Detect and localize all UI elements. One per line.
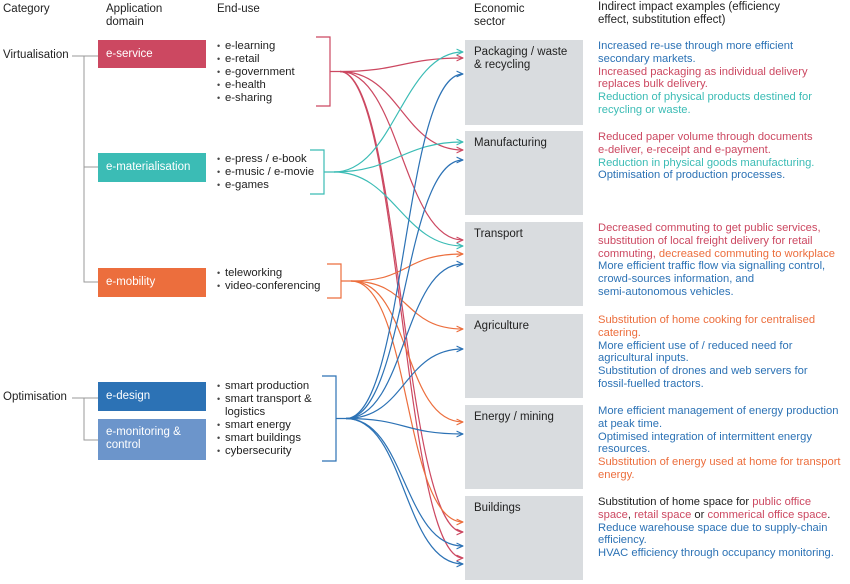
flow-blue-2	[345, 264, 463, 420]
tree-optimisation-monitor	[83, 398, 98, 441]
sector-manufacturing: Manufacturing	[465, 131, 583, 215]
sector-buildings: Buildings	[465, 496, 583, 580]
impact-packaging: Increased re-use through more efficient …	[598, 40, 812, 116]
flow-blue-4	[345, 417, 463, 435]
header-domain: Application domain	[106, 3, 163, 28]
bracket-mobility	[327, 263, 351, 299]
enduse-list-materialisation: e-press / e-book e-music / e-movie e-gam…	[217, 153, 314, 192]
sector-energy: Energy / mining	[465, 405, 583, 489]
flow-orange-0	[350, 254, 463, 282]
bracket-opt	[322, 375, 346, 462]
header-category: Category	[3, 3, 50, 15]
header-impact: Indirect impact examples (efficiency eff…	[598, 1, 780, 26]
flow-orange-3	[350, 280, 463, 522]
tree-virtualisation-branch	[83, 56, 98, 283]
flow-blue-5	[345, 417, 463, 547]
impact-buildings: Substitution of home space for public of…	[598, 496, 834, 560]
flow-red-1	[339, 70, 463, 151]
enduse-list-optimisation: smart production smart transport & logis…	[217, 380, 312, 457]
domain-e-materialisation: e-materialisation	[98, 153, 206, 182]
domain-e-service: e-service	[98, 40, 206, 68]
flow-red-4	[339, 70, 463, 559]
sector-packaging: Packaging / waste & recycling	[465, 40, 583, 125]
enduse-list-mobility: teleworking video-conferencing	[217, 267, 320, 293]
domain-e-design: e-design	[98, 382, 206, 411]
flow-orange-1	[350, 280, 463, 329]
flow-teal-2	[333, 171, 463, 246]
flow-blue-6	[345, 417, 463, 565]
enduse-list-service: e-learning e-retail e-government e-healt…	[217, 40, 295, 105]
header-enduse: End-use	[217, 3, 260, 15]
flow-blue-0	[345, 74, 463, 420]
header-sector: Economic sector	[474, 3, 525, 28]
category-virtualisation: Virtualisation	[3, 49, 69, 61]
bracket-mat	[310, 149, 334, 195]
sector-agriculture: Agriculture	[465, 314, 583, 398]
domain-e-monitoring: e-monitoring & control	[98, 419, 206, 460]
bracket-service	[316, 36, 340, 107]
impact-energy: More efficient management of energy prod…	[598, 405, 841, 481]
impact-manufacturing: Reduced paper volume through documents e…	[598, 131, 815, 182]
flow-teal-0	[333, 52, 463, 173]
flow-blue-1	[345, 160, 463, 420]
flow-teal-1	[333, 142, 463, 173]
category-optimisation: Optimisation	[3, 391, 67, 403]
sector-transport: Transport	[465, 222, 583, 306]
impact-transport: Decreased commuting to get public servic…	[598, 222, 835, 298]
domain-e-mobility: e-mobility	[98, 268, 206, 297]
impact-agriculture: Substitution of home cooking for central…	[598, 314, 816, 390]
flow-red-0	[339, 58, 463, 73]
flow-blue-3	[345, 349, 463, 420]
flow-orange-2	[350, 280, 463, 422]
